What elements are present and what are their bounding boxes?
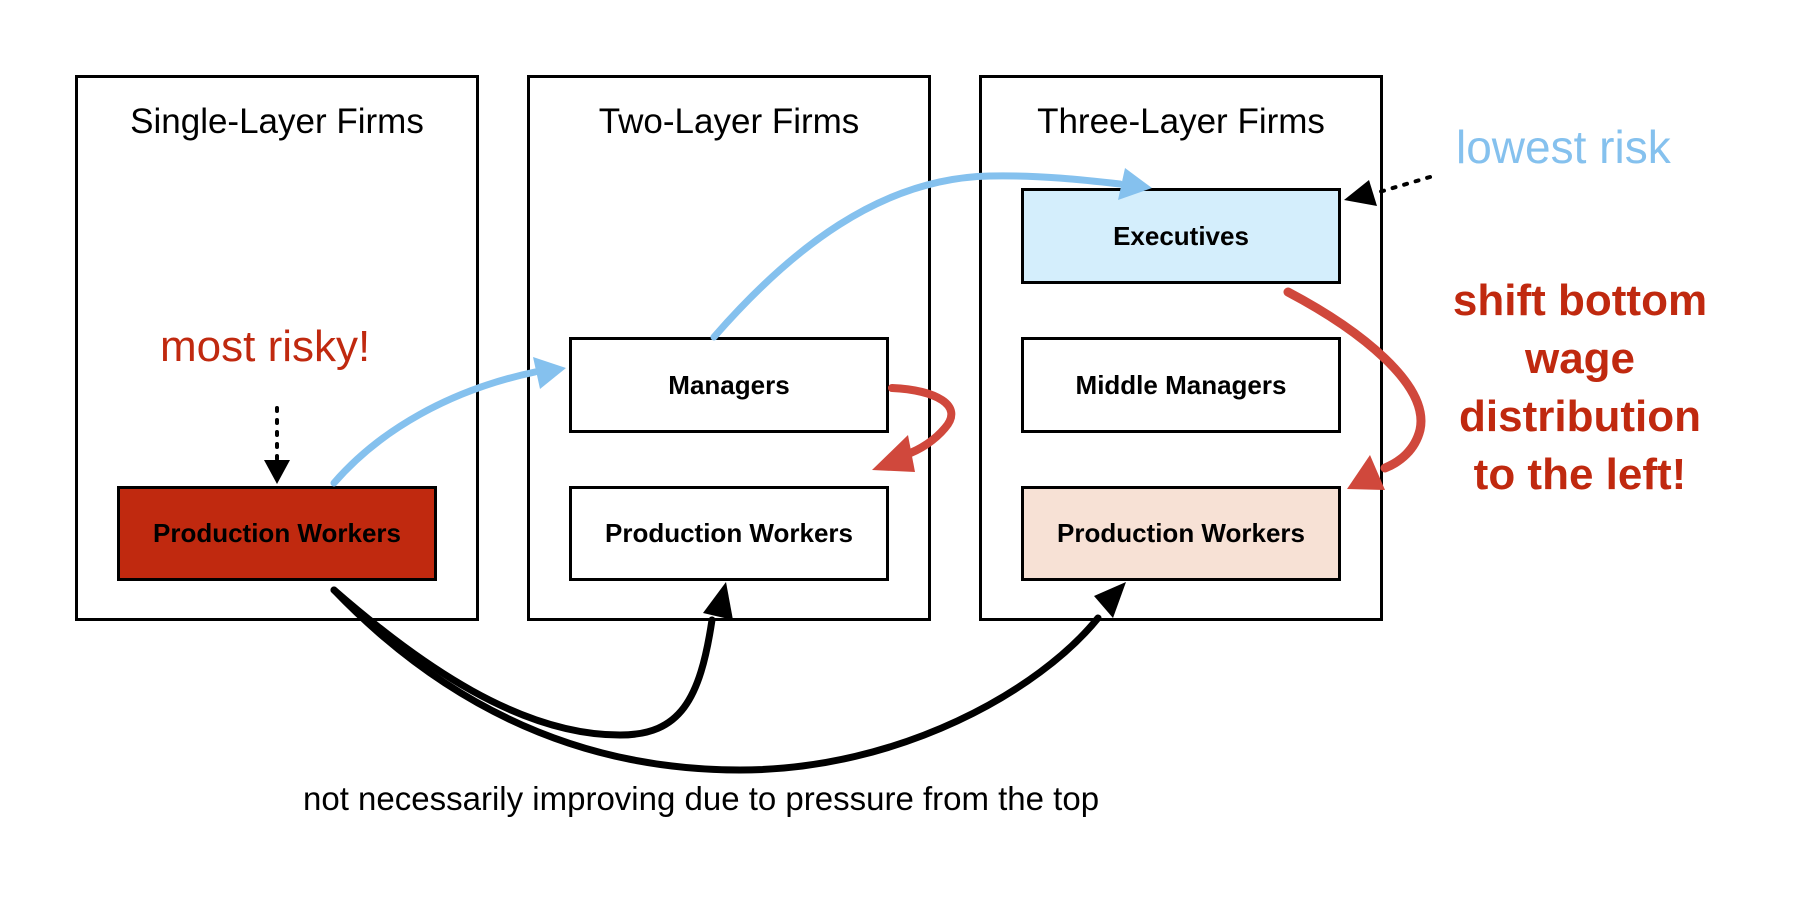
two-layer-title: Two-Layer Firms bbox=[598, 102, 860, 141]
shift-line-4: to the left! bbox=[1473, 450, 1687, 499]
lowest-risk-label: lowest risk bbox=[1456, 121, 1671, 173]
two-layer-wage-shift-arrow bbox=[872, 384, 956, 472]
most-risky-dotted-arrow bbox=[264, 406, 290, 484]
promotion-arrow-to-managers bbox=[330, 357, 566, 487]
two-layer-production-workers-box: Production Workers bbox=[569, 486, 889, 581]
three-layer-wage-shift-arrow bbox=[1283, 287, 1426, 490]
shift-line-3: distribution bbox=[1459, 392, 1701, 441]
lateral-arrow-to-two-layer-production bbox=[330, 582, 733, 739]
promotion-arrow-to-executives bbox=[710, 168, 1152, 341]
single-layer-production-workers-box: Production Workers bbox=[117, 486, 437, 581]
lowest-risk-dotted-arrow bbox=[1344, 175, 1432, 206]
bottom-note-label: not necessarily improving due to pressur… bbox=[303, 780, 1100, 817]
single-layer-title: Single-Layer Firms bbox=[130, 102, 424, 141]
shift-line-1: shift bottom bbox=[1452, 276, 1708, 325]
lateral-arrow-to-three-layer-production bbox=[330, 582, 1126, 774]
two-layer-managers-box: Managers bbox=[569, 337, 889, 433]
three-layer-production-workers-box: Production Workers bbox=[1021, 486, 1341, 581]
three-layer-executives-box: Executives bbox=[1021, 188, 1341, 284]
three-layer-middle-managers-box: Middle Managers bbox=[1021, 337, 1341, 433]
three-layer-title: Three-Layer Firms bbox=[1037, 102, 1325, 141]
shift-line-2: wage bbox=[1524, 334, 1636, 383]
shift-distribution-label: shift bottom wage distribution to the le… bbox=[1430, 272, 1730, 504]
most-risky-label: most risky! bbox=[160, 322, 371, 371]
